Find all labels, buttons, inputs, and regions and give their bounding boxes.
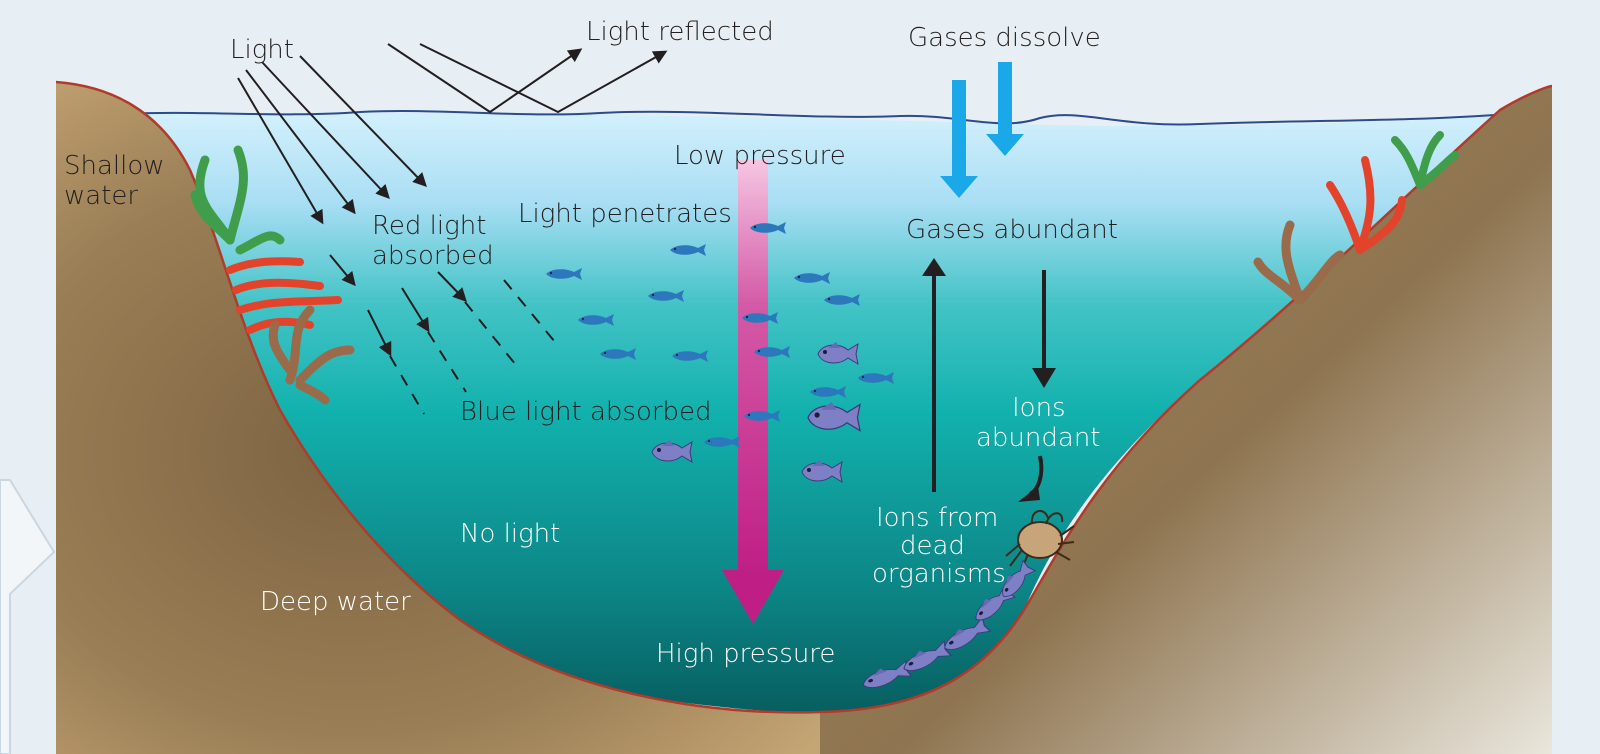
label-shallow-water-1: Shallow (64, 151, 165, 181)
seaweed-red-right (1326, 156, 1406, 254)
crab (1005, 509, 1075, 575)
seaweed-green-left (190, 145, 285, 255)
label-ions-dead-1: Ions from (876, 503, 998, 533)
side-tab-shape (0, 479, 56, 754)
label-shallow-water-2: water (64, 181, 138, 211)
seaweed-brown-right (1253, 220, 1345, 305)
label-ions-dead-2: dead (900, 531, 965, 561)
label-blue-light: Blue light absorbed (460, 397, 712, 427)
label-light-reflected: Light reflected (586, 17, 774, 47)
left-bank-edge (55, 80, 821, 714)
light-arrows (237, 55, 427, 225)
label-red-light-2: absorbed (372, 241, 494, 271)
label-light: Light (230, 35, 294, 65)
reflected-light-arrows (387, 43, 668, 114)
right-bank-edge (819, 84, 1553, 714)
label-high-pressure: High pressure (656, 639, 835, 669)
label-gases-dissolve: Gases dissolve (908, 23, 1101, 53)
label-gases-abundant: Gases abundant (906, 215, 1118, 245)
label-no-light: No light (460, 519, 560, 549)
seaweed-green-right (1391, 131, 1459, 189)
ions-sinking-arrow (1032, 270, 1056, 388)
water-surface-line (119, 110, 1511, 126)
label-low-pressure: Low pressure (674, 141, 846, 171)
red-light-arrows (329, 254, 467, 357)
ions-rising-arrow (922, 258, 946, 492)
left-bank (56, 82, 900, 754)
label-ions-dead-3: organisms (872, 559, 1006, 589)
ions-curve-arrow (1018, 455, 1044, 502)
label-red-light-1: Red light (372, 211, 486, 241)
blue-light-dashes (389, 279, 556, 415)
seaweed-brown-left (268, 305, 355, 405)
right-bank (820, 86, 1552, 754)
label-light-penetrates: Light penetrates (518, 199, 732, 229)
label-ions-abundant-1: Ions (1012, 393, 1066, 423)
gas-dissolve-arrows (940, 62, 1024, 198)
label-deep-water: Deep water (260, 587, 411, 617)
label-ions-abundant-2: abundant (976, 423, 1101, 453)
